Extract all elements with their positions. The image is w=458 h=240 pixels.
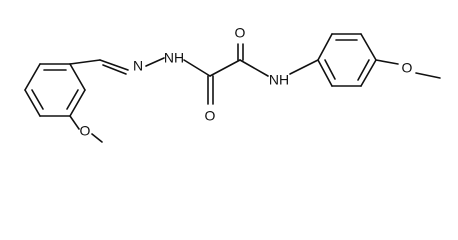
atom-amide-nh: NH: [269, 72, 289, 88]
right-methoxy-bonds: [375, 59, 441, 79]
svg-text:NH: NH: [269, 72, 289, 88]
oxamide-core-bonds: [183, 43, 319, 105]
atom-methoxy-o-right: O: [402, 60, 413, 76]
svg-text:O: O: [205, 108, 216, 124]
atom-carbonyl-o-right: O: [235, 25, 246, 41]
svg-text:O: O: [80, 123, 91, 139]
svg-text:O: O: [235, 25, 246, 41]
imine-linker-bonds: [69, 57, 165, 75]
atom-hydrazide-nh: NH: [164, 50, 184, 66]
right-benzene-ring: [317, 33, 377, 87]
chemical-structure-diagram: N NH O O NH O O: [24, 25, 441, 143]
atom-carbonyl-o-left: O: [205, 108, 216, 124]
left-benzene-ring: [24, 63, 86, 117]
atom-hydrazone-n: N: [133, 58, 143, 74]
atom-methoxy-o-left: O: [80, 123, 91, 139]
left-methoxy-bonds: [69, 115, 103, 143]
svg-text:NH: NH: [164, 50, 184, 66]
svg-text:N: N: [133, 58, 143, 74]
svg-text:O: O: [402, 60, 413, 76]
